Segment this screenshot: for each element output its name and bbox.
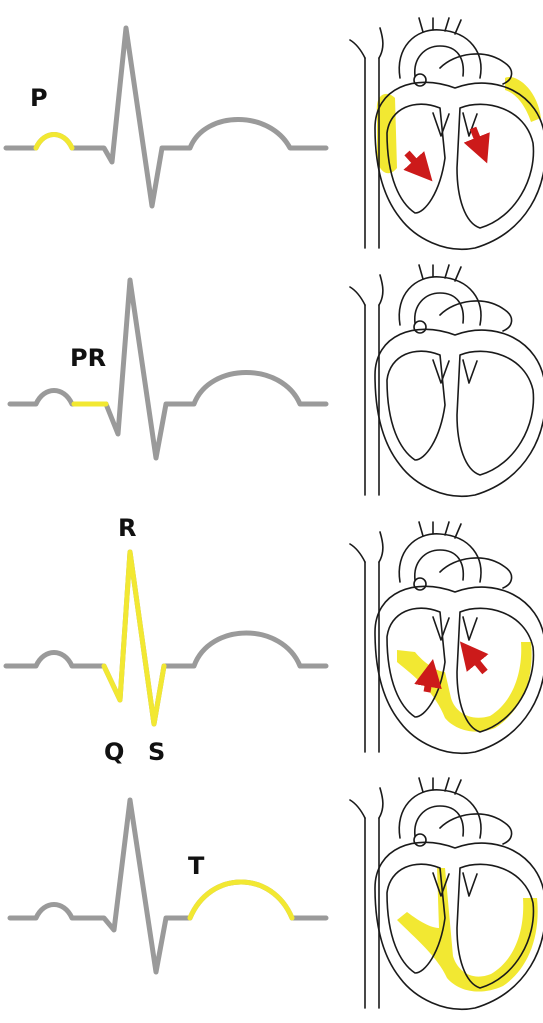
ecg-trace-qrs — [3, 549, 329, 727]
ecg-baseline-p — [3, 25, 329, 209]
label-s: S — [148, 738, 165, 766]
heart-ventricular-repolarization — [349, 777, 543, 1011]
panel-t-wave: T — [7, 777, 543, 1011]
ecg-baseline-t — [7, 797, 329, 975]
arrow-icon — [463, 126, 490, 164]
ecg-trace-t — [7, 797, 329, 975]
ecg-baseline-qrs — [3, 549, 329, 727]
heart-atrial-depolarization — [349, 17, 543, 251]
highlight-ventricles — [397, 868, 538, 992]
ecg-trace-pr — [7, 277, 329, 461]
panel-pr-segment: PR — [7, 264, 543, 498]
heart-ventricular-depolarization — [349, 521, 543, 755]
arrow-icon — [403, 150, 433, 182]
heart-av-delay — [349, 264, 543, 498]
arrow-icon — [459, 641, 489, 675]
arrow-icon — [414, 658, 442, 693]
ecg-highlight-qrs — [101, 549, 167, 727]
ecg-trace-p — [3, 25, 329, 209]
label-pr: PR — [70, 344, 106, 372]
panel-qrs-complex: R Q S — [3, 514, 543, 766]
ecg-baseline-pr — [7, 277, 329, 461]
label-t: T — [188, 852, 205, 880]
label-p: P — [30, 84, 48, 112]
ecg-highlight-p — [33, 132, 75, 151]
label-r: R — [118, 514, 136, 542]
label-q: Q — [104, 738, 124, 766]
panel-p-wave: P — [3, 17, 543, 251]
ecg-highlight-t — [187, 879, 295, 921]
highlight-ventricles — [397, 642, 532, 732]
highlight-atria — [376, 77, 541, 174]
